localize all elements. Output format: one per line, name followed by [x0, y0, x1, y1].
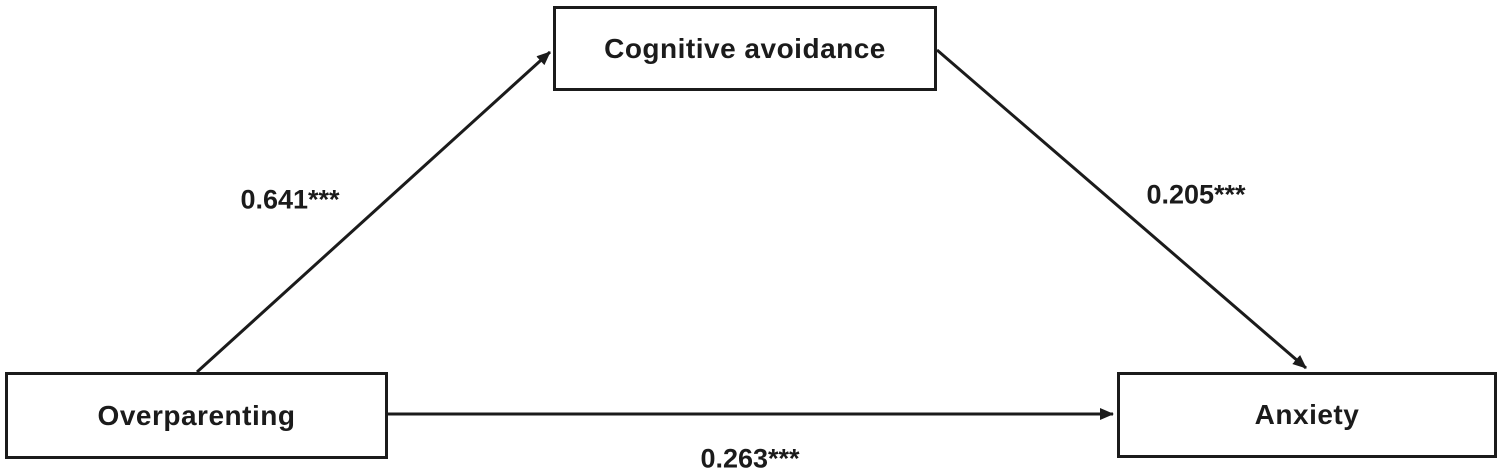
node-overparenting: Overparenting: [5, 372, 388, 459]
path-b-coefficient: 0.205***: [1146, 179, 1246, 210]
node-anxiety-label: Anxiety: [1254, 399, 1360, 430]
node-anxiety: Anxiety: [1117, 372, 1497, 458]
path-c-coefficient: 0.263***: [700, 443, 800, 474]
node-overparenting-label: Overparenting: [97, 399, 296, 431]
node-cognitive-avoidance-label: Cognitive avoidance: [604, 32, 886, 64]
path-b-arrow: [936, 48, 1307, 370]
node-cognitive-avoidance: Cognitive avoidance: [553, 6, 937, 91]
path-a-arrow: [195, 50, 552, 374]
path-a-coefficient: 0.641***: [240, 184, 340, 215]
